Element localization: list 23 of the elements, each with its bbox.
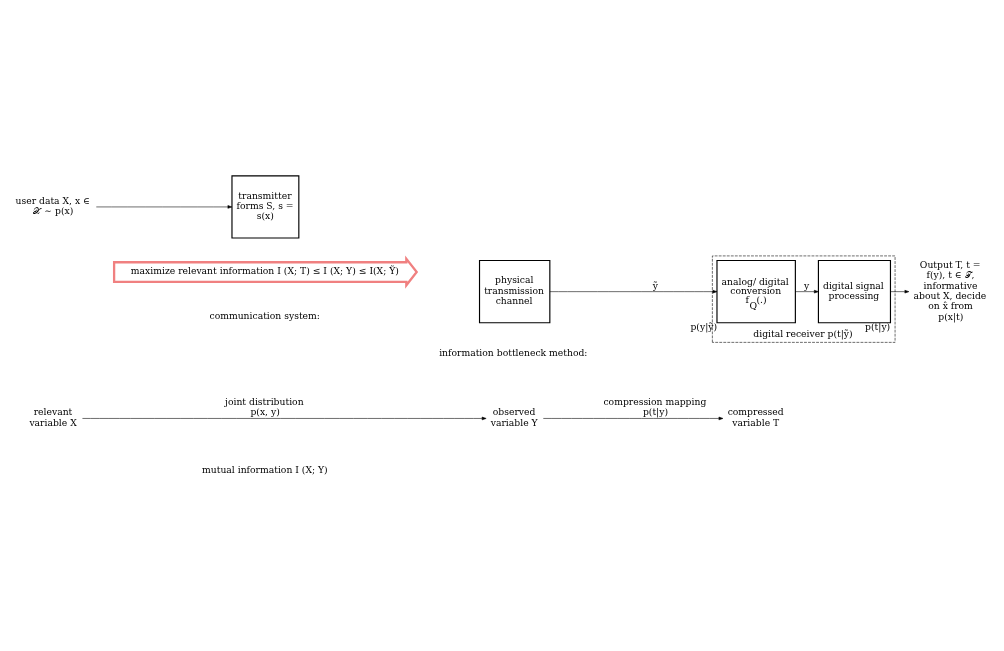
arrow <box>890 289 910 293</box>
arrow <box>549 289 718 293</box>
label: communication system: <box>209 309 320 321</box>
node-label: p(t|y) <box>865 320 891 332</box>
arrow <box>795 289 819 293</box>
edge-label: joint distribution p(x, y) <box>225 395 304 417</box>
node-box: transmitter forms S, s = s(x) <box>231 174 300 239</box>
node-box: digital signal processing <box>817 259 892 323</box>
node-text: Output T, t = f(y), t ∈ 𝒯, informative about X, decide on x̂ from p(x|t) <box>913 258 987 322</box>
edge-label: ỹ <box>652 279 658 291</box>
node-label: p(y|ỹ) <box>690 320 718 332</box>
node-text: compressed variable T <box>727 405 784 428</box>
arrow <box>82 416 487 420</box>
edge-label: y <box>804 279 810 291</box>
node-text: user data X, x ∈ 𝒳 ∼ p(x) <box>15 194 90 216</box>
node-box: physical transmission channel <box>478 259 551 323</box>
arrow <box>543 416 724 420</box>
node-text: observed variable Y <box>490 405 538 428</box>
label: mutual information I (X; Y) <box>202 463 328 475</box>
label: information bottleneck method: <box>439 346 588 358</box>
arrow <box>96 204 233 209</box>
node-text: relevant variable X <box>29 405 77 428</box>
edge-label: compression mapping p(t|y) <box>603 395 707 417</box>
